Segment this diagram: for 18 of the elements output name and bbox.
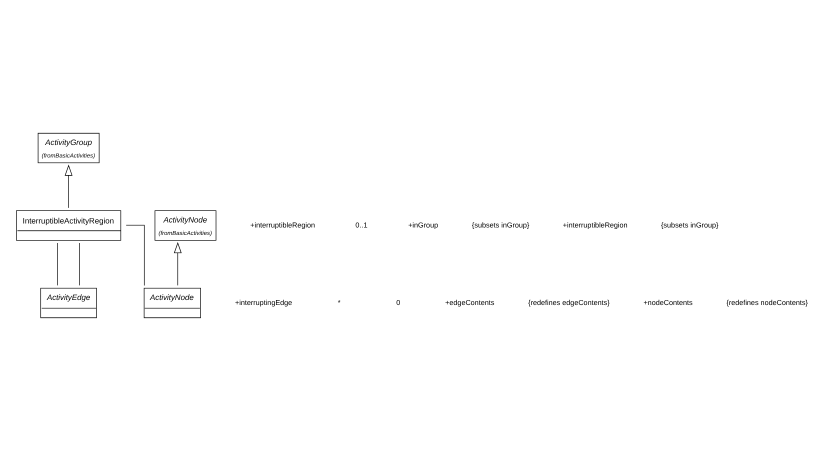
label: {redefines edgeContents} — [528, 298, 610, 307]
connector — [126, 224, 145, 286]
label: +interruptingEdge — [235, 298, 292, 307]
label: 0..1 — [355, 220, 368, 230]
arrow — [64, 164, 73, 208]
label: 0 — [396, 298, 400, 307]
connector — [57, 242, 58, 286]
label: * — [338, 298, 341, 307]
label: +inGroup — [408, 220, 438, 230]
label: +edgeContents — [445, 298, 494, 307]
connector — [79, 242, 80, 286]
label: {subsets inGroup} — [661, 220, 718, 230]
label: {subsets inGroup} — [472, 220, 530, 230]
label: +interruptibleRegion — [250, 220, 316, 230]
label: +nodeContents — [643, 298, 693, 307]
arrow — [174, 242, 182, 286]
label: +interruptibleRegion — [562, 220, 628, 230]
label: {redefines nodeContents} — [726, 298, 808, 307]
